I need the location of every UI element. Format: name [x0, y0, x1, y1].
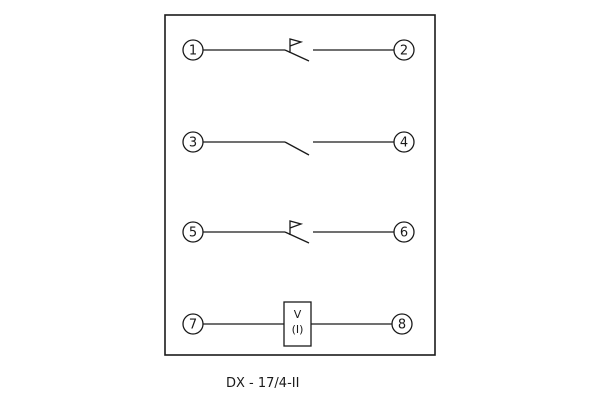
terminal-5-label: 5 [189, 226, 197, 241]
contact-row-3-4: 3 4 [182, 131, 415, 156]
contact-row-5-6: 5 6 [182, 220, 415, 244]
terminal-1-label: 1 [189, 44, 197, 59]
latch-mark-1 [289, 38, 304, 53]
terminal-6-label: 6 [400, 226, 408, 241]
contact-blade-5 [284, 231, 310, 244]
terminal-2-circle [393, 39, 415, 61]
latch-mark-5 [289, 220, 304, 235]
terminal-4-circle [393, 131, 415, 153]
contact-blade-1 [284, 49, 310, 62]
coil-current-label: (I) [292, 323, 304, 336]
terminal-6-circle [393, 221, 415, 243]
relay-frame [164, 14, 436, 356]
terminal-4-label: 4 [400, 136, 408, 151]
terminal-8-label: 8 [398, 318, 406, 333]
coil-voltage-label: V [294, 308, 302, 321]
coil-row-7-8: 7 V (I) 8 [182, 301, 413, 347]
terminal-7-label: 7 [189, 318, 197, 333]
terminal-3-label: 3 [189, 136, 197, 151]
coil-box [283, 301, 312, 347]
terminal-8-circle [391, 313, 413, 335]
model-caption: DX - 17/4-II [226, 376, 299, 391]
contact-blade-3 [284, 141, 310, 156]
terminal-2-label: 2 [400, 44, 408, 59]
contact-row-1-2: 1 2 [182, 38, 415, 62]
